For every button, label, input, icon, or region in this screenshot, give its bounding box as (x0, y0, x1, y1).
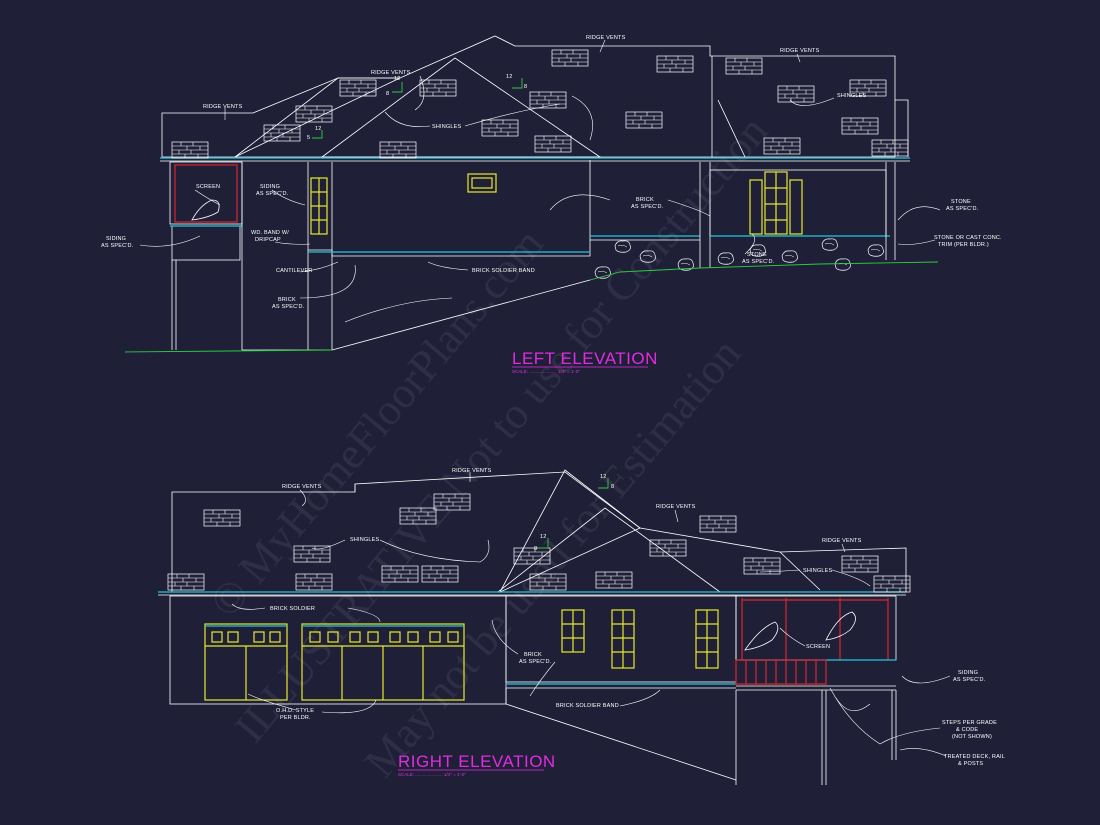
left-label-brick-a: BRICK (278, 297, 296, 303)
right-label-deck-b: & POSTS (958, 761, 983, 767)
right-label-ridge-vents-3: RIDGE VENTS (656, 504, 696, 510)
left-gable-1 (234, 77, 401, 158)
left-label-siding2-a: SIDING (106, 236, 126, 242)
right-label-ridge-vents-1: RIDGE VENTS (282, 484, 322, 490)
left-label-brick2-a: BRICK (636, 197, 654, 203)
left-label-ridge-vents-4: RIDGE VENTS (780, 48, 820, 54)
right-label-ridge-vents-4: RIDGE VENTS (822, 538, 862, 544)
right-pitch-12a: 12 (600, 474, 607, 480)
left-label-brick-b: AS SPEC'D. (272, 304, 305, 310)
left-pitch-12b: 12 (506, 74, 513, 80)
right-label-deck-a: TREATED DECK, RAIL (944, 754, 1005, 760)
left-label-stone-trim-b: TRIM (PER BLDR.) (938, 242, 989, 248)
deck-rail (735, 659, 827, 685)
right-label-steps-c: (NOT SHOWN) (952, 734, 992, 740)
right-label-shingles-2: SHINGLES (803, 568, 833, 574)
left-label-ridge-vents-3: RIDGE VENTS (586, 35, 626, 41)
right-pitch-8a: 8 (611, 484, 614, 490)
left-label-brick-soldier-band: BRICK SOLDIER BAND (472, 268, 535, 274)
left-label-ridge-vents-2: RIDGE VENTS (371, 70, 411, 76)
left-label-screen: SCREEN (196, 184, 220, 190)
right-label-ohd-b: PER BLDR. (280, 715, 311, 721)
right-label-screen: SCREEN (806, 644, 830, 650)
left-label-wd-band-a: WD. BAND W/ (251, 230, 289, 236)
left-label-shingles-2: SHINGLES (837, 93, 867, 99)
right-label-shingles-1: SHINGLES (350, 537, 380, 543)
left-pitch-8b: 8 (524, 84, 527, 90)
left-label-wd-band-b: DRIPCAP (255, 237, 281, 243)
right-label-brick-soldier-band: BRICK SOLDIER BAND (556, 703, 619, 709)
left-gable-2 (320, 57, 602, 158)
right-label-ohd-a: O.H.D. STYLE (276, 708, 314, 714)
right-elevation-title: RIGHT ELEVATION (398, 752, 556, 771)
left-label-siding-b: AS SPEC'D. (256, 191, 289, 197)
left-label-brick2-b: AS SPEC'D. (631, 204, 664, 210)
left-pitch-8a: 8 (386, 91, 389, 97)
right-roof-outline (160, 471, 907, 593)
left-pitch-12c: 12 (315, 126, 322, 132)
right-label-ridge-vents-2: RIDGE VENTS (452, 468, 492, 474)
right-elevation-scale: SCALE: ...................... 1/4" = 1'-… (398, 772, 466, 777)
right-label-steps-a: STEPS PER GRADE (942, 720, 997, 726)
left-label-stone2-b: AS SPEC'D. (742, 259, 775, 265)
left-elevation-scale: SCALE: ...................... 1/4" = 1'-… (512, 369, 580, 374)
right-label-brick-soldier: BRICK SOLDIER (270, 606, 315, 612)
left-label-stone2-a: STONE (747, 252, 767, 258)
left-elevation: RIDGE VENTS RIDGE VENTS RIDGE VENTS RIDG… (101, 35, 1002, 374)
left-label-stone-a: STONE (951, 199, 971, 205)
right-label-siding-b: AS SPEC'D. (953, 677, 986, 683)
right-label-steps-b: & CODE (956, 727, 978, 733)
left-label-siding-a: SIDING (260, 184, 280, 190)
left-pitch-5c: 5 (307, 135, 310, 141)
left-label-cantilever: CANTILEVER (276, 268, 313, 274)
left-label-ridge-vents-1: RIDGE VENTS (203, 104, 243, 110)
left-label-shingles-1: SHINGLES (432, 124, 462, 130)
right-pitch-12b: 12 (540, 534, 547, 540)
left-roof-outline (161, 35, 896, 158)
right-label-brick-b: AS SPEC'D. (519, 659, 552, 665)
right-pitch-8b: 8 (534, 546, 537, 552)
left-elevation-title: LEFT ELEVATION (512, 349, 658, 368)
left-label-stone-trim-a: STONE OR CAST CONC. (934, 235, 1002, 241)
left-label-stone-b: AS SPEC'D. (946, 206, 979, 212)
left-pitch-12a: 12 (394, 76, 401, 82)
left-label-siding2-b: AS SPEC'D. (101, 243, 134, 249)
right-label-siding-a: SIDING (958, 670, 978, 676)
right-label-brick-a: BRICK (524, 652, 542, 658)
right-gable-1 (499, 469, 641, 593)
right-elevation: RIDGE VENTS RIDGE VENTS RIDGE VENTS RIDG… (158, 468, 1005, 785)
